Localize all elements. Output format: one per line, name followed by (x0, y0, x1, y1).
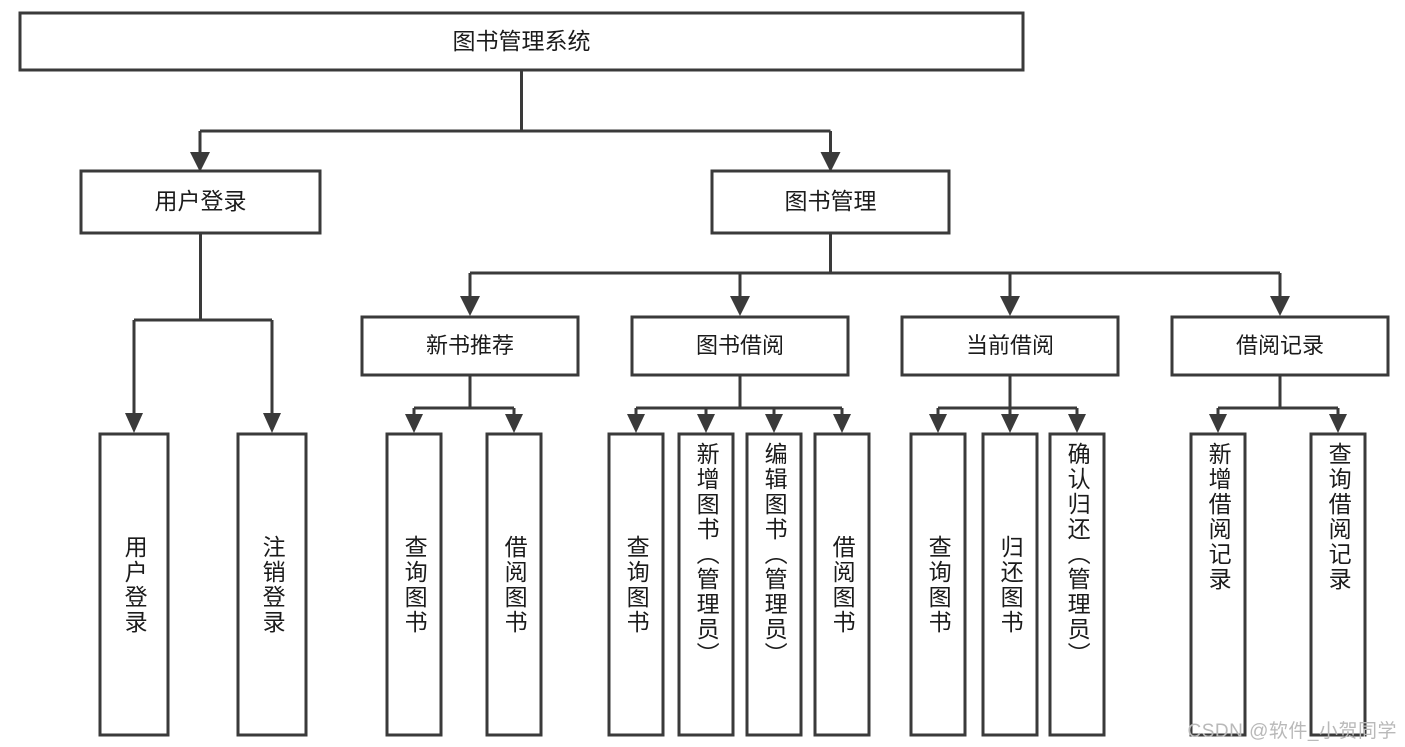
arrow-head-new-book-rec (460, 296, 480, 316)
node-book-mgmt-label: 图书管理 (785, 188, 877, 214)
arrow-head-leaf-borrow-book-1 (505, 414, 523, 433)
arrow-head-leaf-return-book (1001, 414, 1019, 433)
arrow-head-leaf-query-record (1329, 414, 1347, 433)
leaf-borrow-book-2-box[interactable] (813, 432, 871, 737)
arrow-head-leaf-query-book-1 (405, 414, 423, 433)
arrow-head-leaf-logout (263, 413, 281, 433)
node-new-book-rec[interactable]: 新书推荐 (360, 315, 580, 377)
arrow-head-leaf-user-login (125, 413, 143, 433)
watermark-text: CSDN @软件_小贺同学 (1187, 721, 1397, 742)
connector-layer (125, 70, 1347, 433)
arrow-head-book-borrow (730, 296, 750, 316)
leaf-query-book-1-box[interactable] (385, 432, 443, 737)
leaf-edit-book-box[interactable] (745, 432, 803, 737)
node-borrow-record[interactable]: 借阅记录 (1170, 315, 1390, 377)
leaf-add-book-box[interactable] (677, 432, 735, 737)
node-borrow-record-label: 借阅记录 (1236, 333, 1324, 358)
node-user-login-label: 用户登录 (155, 188, 247, 214)
node-current-borrow-label: 当前借阅 (966, 333, 1054, 358)
arrow-head-borrow-record (1270, 296, 1290, 316)
leaf-box-layer (98, 432, 1367, 737)
leaf-return-book-box[interactable] (981, 432, 1039, 737)
arrow-head-current-borrow (1000, 296, 1020, 316)
leaf-logout-box[interactable] (236, 432, 308, 737)
node-borrow-record-box[interactable] (1170, 315, 1390, 377)
arrow-head-book-mgmt (820, 152, 841, 172)
node-current-borrow[interactable]: 当前借阅 (900, 315, 1120, 377)
node-book-borrow-label: 图书借阅 (696, 333, 784, 358)
leaf-user-login-box[interactable] (98, 432, 170, 737)
arrow-head-leaf-add-book (697, 414, 715, 433)
node-book-borrow-box[interactable] (630, 315, 850, 377)
node-layer: 图书管理系统 用户登录 图书管理 新书推荐 图书借阅 (18, 11, 1390, 737)
arrow-head-leaf-borrow-book-2 (833, 414, 851, 433)
node-new-book-rec-box[interactable] (360, 315, 580, 377)
leaf-add-record-box[interactable] (1189, 432, 1247, 737)
arrow-head-leaf-add-record (1209, 414, 1227, 433)
node-root[interactable]: 图书管理系统 (18, 11, 1025, 72)
leaf-query-book-3-box[interactable] (909, 432, 967, 737)
arrow-head-leaf-edit-book (765, 414, 783, 433)
leaf-borrow-book-1-box[interactable] (485, 432, 543, 737)
arrow-head-leaf-query-book-2 (627, 414, 645, 433)
node-user-login[interactable]: 用户登录 (79, 169, 322, 235)
arrow-head-user-login (190, 152, 210, 172)
node-new-book-rec-label: 新书推荐 (426, 333, 514, 358)
arrow-head-leaf-confirm-return (1068, 414, 1086, 433)
node-user-login-box[interactable] (79, 169, 322, 235)
arrow-head-leaf-query-book-3 (929, 414, 947, 433)
node-root-box[interactable] (18, 11, 1025, 72)
leaf-query-book-2-box[interactable] (607, 432, 665, 737)
leaf-confirm-return-box[interactable] (1048, 432, 1106, 737)
node-current-borrow-box[interactable] (900, 315, 1120, 377)
node-book-mgmt-box[interactable] (710, 169, 951, 235)
node-book-mgmt[interactable]: 图书管理 (710, 169, 951, 235)
leaf-query-record-box[interactable] (1309, 432, 1367, 737)
node-root-label: 图书管理系统 (453, 28, 591, 54)
node-book-borrow[interactable]: 图书借阅 (630, 315, 850, 377)
